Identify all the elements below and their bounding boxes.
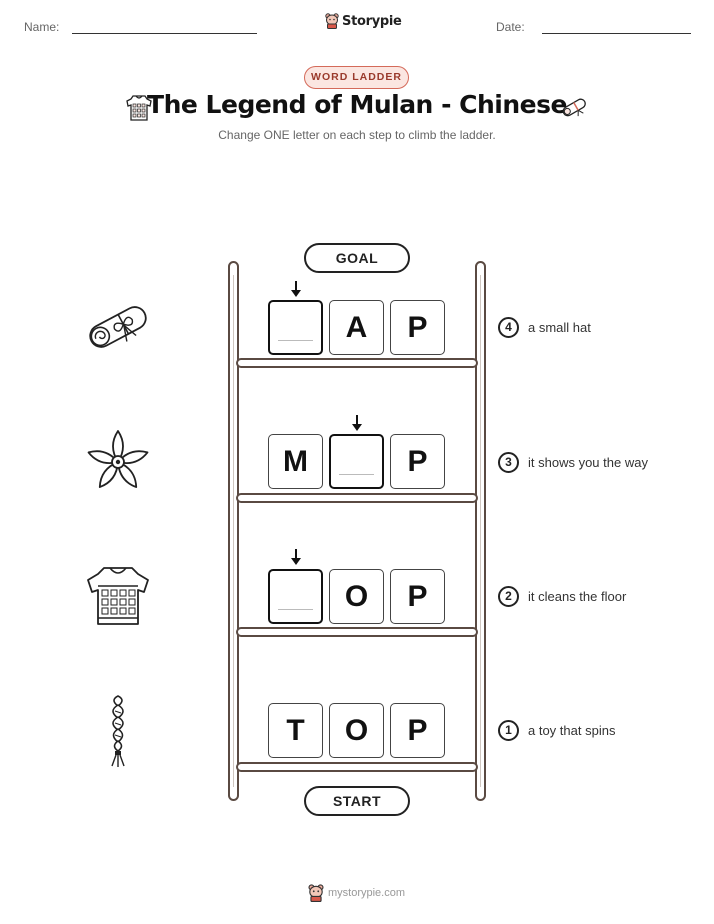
scroll-icon	[89, 306, 147, 348]
armor-icon	[126, 95, 152, 121]
clue-text: a toy that spins	[528, 723, 616, 738]
worksheet-type-badge: WORD LADDER	[304, 66, 409, 89]
letter-tile-blank[interactable]	[268, 300, 323, 355]
ladder-rung	[236, 493, 478, 503]
date-line[interactable]	[542, 33, 691, 34]
clue-row-4: 4 a small hat	[498, 317, 591, 338]
clue-row-1: 1 a toy that spins	[498, 720, 615, 741]
start-label: START	[304, 786, 410, 816]
clue-row-3: 3 it shows you the way	[498, 452, 648, 473]
date-label: Date:	[496, 20, 525, 34]
braid-icon	[111, 695, 125, 767]
change-here-arrow-icon	[291, 281, 301, 297]
letter-tile: M	[268, 434, 323, 489]
instructions: Change ONE letter on each step to climb …	[218, 128, 496, 142]
letter-tile: O	[329, 569, 384, 624]
letter-tile: P	[390, 703, 445, 758]
letter-tile: A	[329, 300, 384, 355]
page-title: The Legend of Mulan - Chinese	[147, 90, 567, 119]
letter-tile: O	[329, 703, 384, 758]
brand-name: Storypie	[342, 13, 402, 29]
bear-logo-icon	[325, 13, 339, 29]
change-here-arrow-icon	[352, 415, 362, 431]
clue-text: it shows you the way	[528, 455, 648, 470]
letter-tile: P	[390, 434, 445, 489]
letter-tile: T	[268, 703, 323, 758]
ladder-rung	[236, 358, 478, 368]
ladder-rail-left	[228, 261, 239, 801]
step-number: 3	[498, 452, 519, 473]
step-number: 4	[498, 317, 519, 338]
flower-icon	[87, 430, 149, 488]
armor-icon	[87, 567, 149, 625]
name-line[interactable]	[72, 33, 257, 34]
clue-text: a small hat	[528, 320, 591, 335]
change-here-arrow-icon	[291, 549, 301, 565]
letter-tile: P	[390, 569, 445, 624]
letter-tile-blank[interactable]	[329, 434, 384, 489]
ladder-rung	[236, 762, 478, 772]
step-number: 2	[498, 586, 519, 607]
brand-logo: Storypie	[325, 13, 402, 29]
ladder-rung	[236, 627, 478, 637]
step-number: 1	[498, 720, 519, 741]
letter-tile: P	[390, 300, 445, 355]
clue-row-2: 2 it cleans the floor	[498, 586, 626, 607]
name-label: Name:	[24, 20, 60, 34]
scroll-icon	[562, 98, 586, 117]
ladder-rail-right	[475, 261, 486, 801]
footer-url[interactable]: mystorypie.com	[328, 887, 406, 899]
letter-tile-blank[interactable]	[268, 569, 323, 624]
footer: mystorypie.com	[308, 884, 405, 902]
clue-text: it cleans the floor	[528, 589, 627, 604]
goal-label: GOAL	[304, 243, 410, 273]
bear-logo-icon	[308, 884, 324, 902]
